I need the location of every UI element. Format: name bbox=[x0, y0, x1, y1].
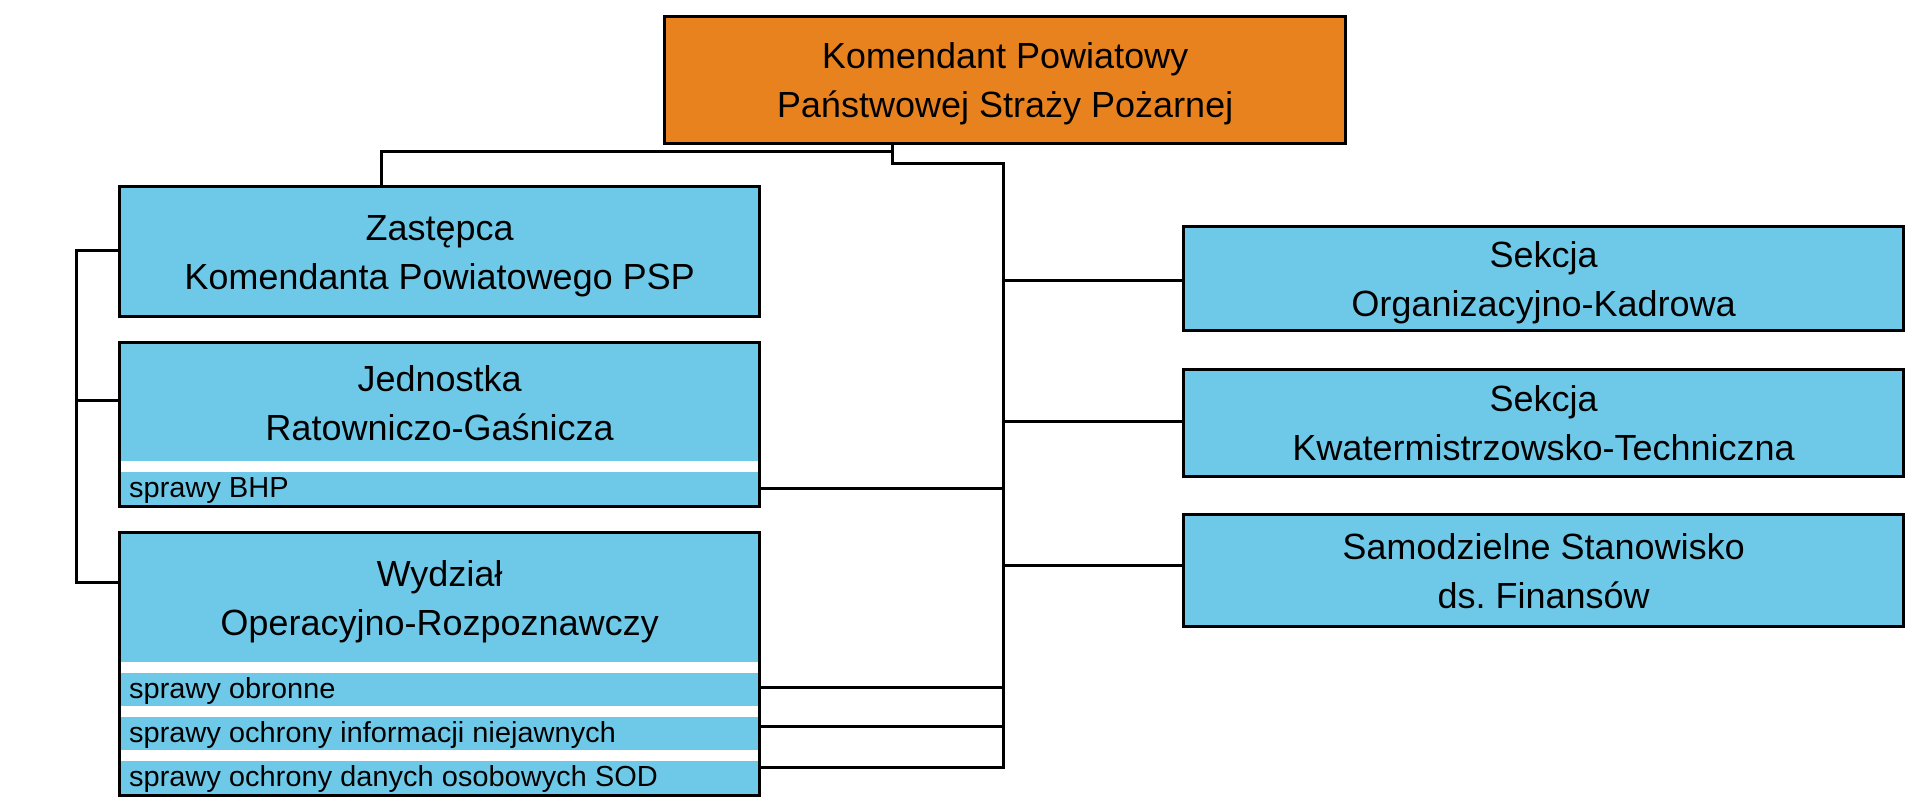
connector-sprawy-sod bbox=[761, 766, 1002, 769]
node-sekcja-kwatermistrzowsko-techniczna: Sekcja Kwatermistrzowsko-Techniczna bbox=[1182, 368, 1905, 478]
sub-row-sprawy-obronne: sprawy obronne bbox=[121, 673, 758, 706]
node-label-line2: Ratowniczo-Gaśnicza bbox=[265, 406, 614, 448]
connector-rail-stub-wydzial bbox=[75, 581, 118, 584]
sub-row-sprawy-niejawne: sprawy ochrony informacji niejawnych bbox=[121, 717, 758, 750]
connector-top-left bbox=[380, 150, 893, 153]
node-label: Komendant Powiatowy Państwowej Straży Po… bbox=[666, 18, 1344, 142]
connector-root-stub bbox=[891, 145, 894, 165]
connector-trunk bbox=[1002, 162, 1005, 769]
node-label-line2: Państwowej Straży Pożarnej bbox=[776, 84, 1234, 125]
connector-sekcja-kwatermistrzowska bbox=[1005, 420, 1182, 423]
node-komendant-powiatowy: Komendant Powiatowy Państwowej Straży Po… bbox=[663, 15, 1347, 145]
node-label: Sekcja Organizacyjno-Kadrowa bbox=[1185, 228, 1902, 329]
sub-row-divider bbox=[121, 461, 758, 472]
node-samodzielne-stanowisko-finansow: Samodzielne Stanowisko ds. Finansów bbox=[1182, 513, 1905, 628]
node-label-line1: Komendant Powiatowy bbox=[821, 35, 1189, 76]
connector-sprawy-niejawne bbox=[761, 725, 1002, 728]
node-label-line2: ds. Finansów bbox=[1437, 574, 1650, 616]
connector-left-rail bbox=[75, 249, 78, 584]
connector-drop-zastepca bbox=[380, 150, 383, 188]
node-label-line1: Sekcja bbox=[1489, 378, 1598, 419]
node-wydzial-operacyjno-rozpoznawczy: Wydział Operacyjno-Rozpoznawczy sprawy o… bbox=[118, 531, 761, 797]
node-label: Samodzielne Stanowisko ds. Finansów bbox=[1185, 516, 1902, 625]
node-label: Sekcja Kwatermistrzowsko-Techniczna bbox=[1185, 371, 1902, 475]
connector-sprawy-obronne bbox=[761, 686, 1002, 689]
node-label-line2: Komendanta Powiatowego PSP bbox=[184, 255, 695, 297]
node-label-line2: Operacyjno-Rozpoznawczy bbox=[220, 602, 659, 643]
sub-row-divider bbox=[121, 662, 758, 673]
connector-top-right bbox=[891, 162, 1005, 165]
node-label-line1: Sekcja bbox=[1489, 233, 1598, 275]
node-label-line1: Samodzielne Stanowisko bbox=[1342, 525, 1745, 567]
node-label: Jednostka Ratowniczo-Gaśnicza bbox=[121, 344, 758, 461]
sub-row-divider bbox=[121, 706, 758, 717]
connector-rail-stub-zastepca bbox=[75, 249, 118, 252]
node-label: Wydział Operacyjno-Rozpoznawczy bbox=[121, 534, 758, 662]
node-label-line2: Kwatermistrzowsko-Techniczna bbox=[1292, 427, 1795, 468]
node-label-line1: Wydział bbox=[376, 553, 503, 594]
node-zastepca-komendanta: Zastępca Komendanta Powiatowego PSP bbox=[118, 185, 761, 318]
connector-sprawy-bhp bbox=[761, 487, 1002, 490]
sub-row-sprawy-sod: sprawy ochrony danych osobowych SOD bbox=[121, 761, 758, 794]
node-label: Zastępca Komendanta Powiatowego PSP bbox=[121, 188, 758, 315]
node-jednostka-ratowniczo-gasnicza: Jednostka Ratowniczo-Gaśnicza sprawy BHP bbox=[118, 341, 761, 508]
node-sekcja-organizacyjno-kadrowa: Sekcja Organizacyjno-Kadrowa bbox=[1182, 225, 1905, 332]
node-label-line1: Jednostka bbox=[357, 357, 522, 399]
connector-sekcja-organizacyjna bbox=[1005, 279, 1182, 282]
sub-row-divider bbox=[121, 750, 758, 761]
connector-rail-stub-jrg bbox=[75, 399, 118, 402]
connector-stanowisko-finansow bbox=[1005, 564, 1182, 567]
node-label-line2: Organizacyjno-Kadrowa bbox=[1351, 282, 1736, 324]
node-label-line1: Zastępca bbox=[365, 206, 514, 248]
sub-row-sprawy-bhp: sprawy BHP bbox=[121, 472, 758, 505]
